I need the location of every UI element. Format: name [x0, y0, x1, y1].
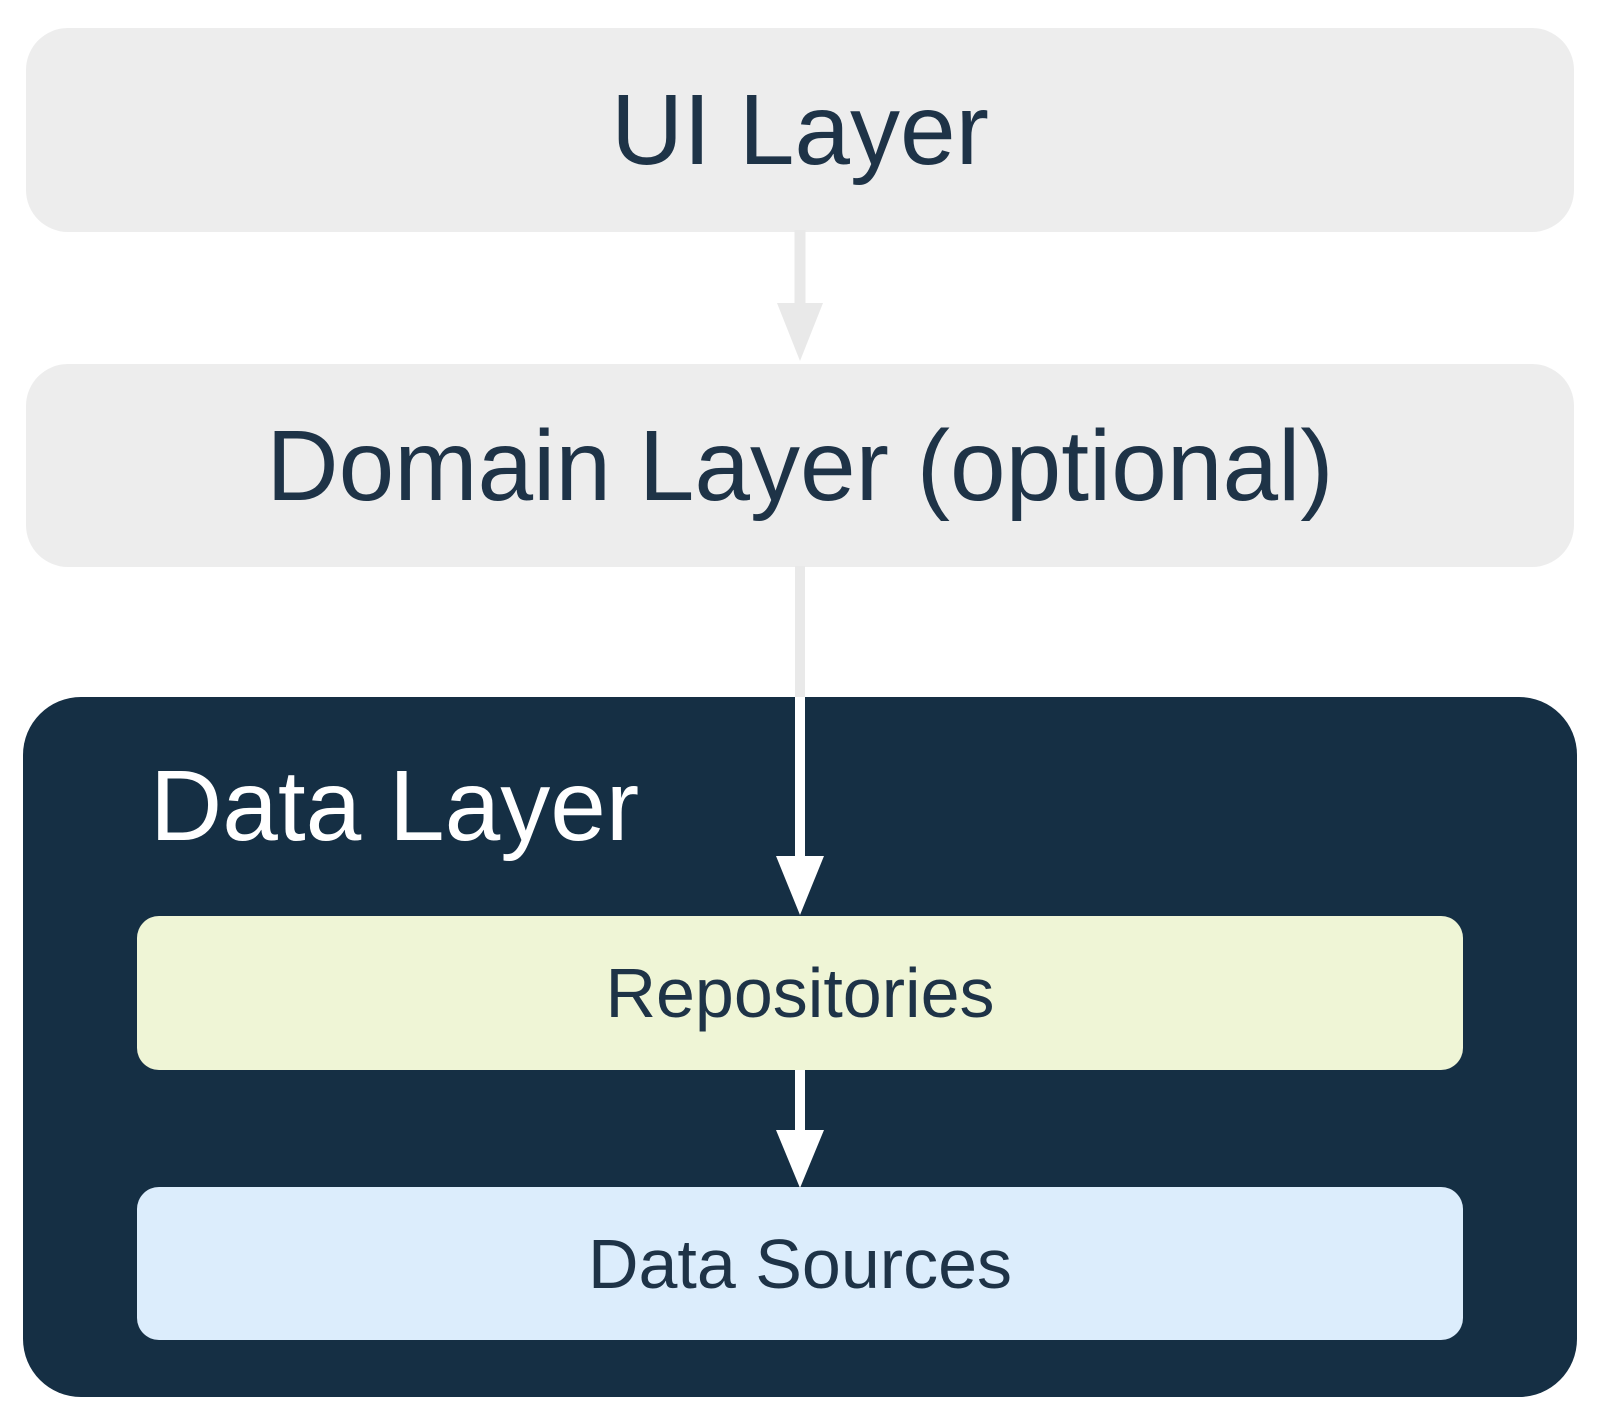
- ui-layer-label: UI Layer: [611, 74, 989, 186]
- data-layer-label: Data Layer: [150, 750, 640, 862]
- arrow-ui-to-domain-icon: [777, 230, 823, 361]
- repositories-label: Repositories: [605, 954, 995, 1032]
- data-sources-label: Data Sources: [587, 1224, 1013, 1303]
- domain-layer-box: Domain Layer (optional): [26, 364, 1574, 567]
- data-sources-box: Data Sources: [137, 1187, 1463, 1340]
- domain-layer-label: Domain Layer (optional): [266, 409, 1334, 522]
- repositories-box: Repositories: [137, 916, 1463, 1070]
- ui-layer-box: UI Layer: [26, 28, 1574, 232]
